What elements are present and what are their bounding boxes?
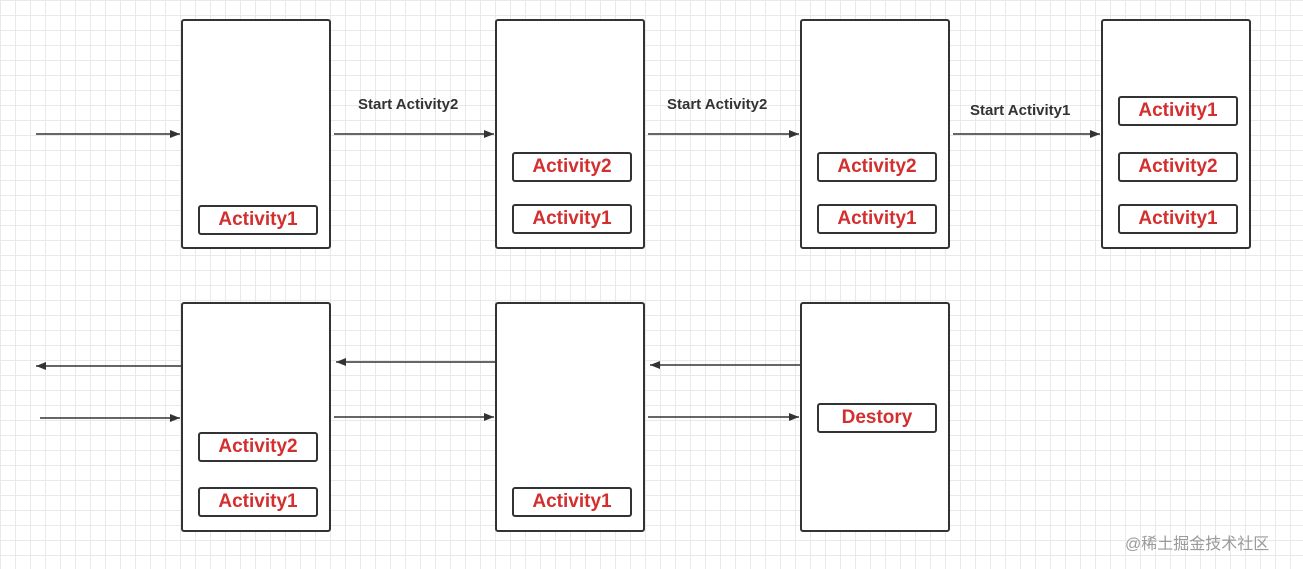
- stack-item-activity1: Activity1: [512, 204, 632, 234]
- task-stack-screen-1: Activity1: [181, 19, 331, 249]
- stack-item-activity2: Activity2: [817, 152, 937, 182]
- arrow-label-start-activity1: Start Activity1: [970, 102, 1071, 119]
- stack-item-activity1-top: Activity1: [1118, 96, 1238, 126]
- stack-item-activity1: Activity1: [1118, 204, 1238, 234]
- back-stack-screen-3: Destory: [800, 302, 950, 532]
- task-stack-screen-4: Activity1 Activity2 Activity1: [1101, 19, 1251, 249]
- task-stack-screen-3: Activity2 Activity1: [800, 19, 950, 249]
- stack-item-destory: Destory: [817, 403, 937, 433]
- arrow-label-start-activity2-1: Start Activity2: [358, 96, 459, 113]
- arrow-label-start-activity2-2: Start Activity2: [667, 96, 768, 113]
- stack-item-activity1: Activity1: [198, 487, 318, 517]
- stack-item-activity2: Activity2: [1118, 152, 1238, 182]
- task-stack-screen-2: Activity2 Activity1: [495, 19, 645, 249]
- back-stack-screen-1: Activity2 Activity1: [181, 302, 331, 532]
- stack-item-activity2: Activity2: [198, 432, 318, 462]
- back-stack-screen-2: Activity1: [495, 302, 645, 532]
- stack-item-activity2: Activity2: [512, 152, 632, 182]
- stack-item-activity1: Activity1: [512, 487, 632, 517]
- stack-item-activity1: Activity1: [817, 204, 937, 234]
- watermark: @稀土掘金技术社区: [1125, 536, 1270, 553]
- stack-item-activity1: Activity1: [198, 205, 318, 235]
